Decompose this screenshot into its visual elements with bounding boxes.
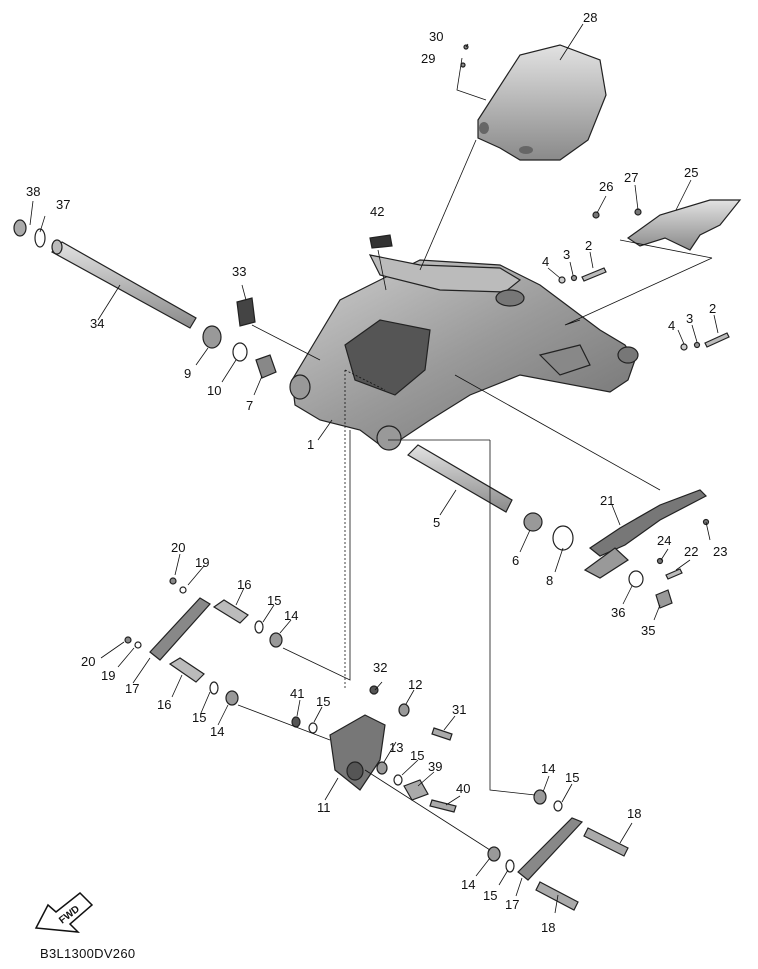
callout-3: 3 <box>686 311 693 326</box>
callout-14: 14 <box>541 761 555 776</box>
callout-14: 14 <box>284 608 298 623</box>
callout-37: 37 <box>56 197 70 212</box>
callout-28: 28 <box>583 10 597 25</box>
callout-41: 41 <box>290 686 304 701</box>
callout-6: 6 <box>512 553 519 568</box>
callout-23: 23 <box>713 544 727 559</box>
callout-15: 15 <box>192 710 206 725</box>
callout-2: 2 <box>585 238 592 253</box>
callout-38: 38 <box>26 184 40 199</box>
callout-19: 19 <box>195 555 209 570</box>
callout-1: 1 <box>307 437 314 452</box>
callout-17: 17 <box>505 897 519 912</box>
callout-15: 15 <box>483 888 497 903</box>
callout-13: 13 <box>389 740 403 755</box>
small-parts <box>13 44 730 609</box>
callout-16: 16 <box>157 697 171 712</box>
callout-26: 26 <box>599 179 613 194</box>
callout-2: 2 <box>709 301 716 316</box>
callout-19: 19 <box>101 668 115 683</box>
callout-3: 3 <box>563 247 570 262</box>
callout-42: 42 <box>370 204 384 219</box>
callout-24: 24 <box>657 533 671 548</box>
callout-10: 10 <box>207 383 221 398</box>
callout-18: 18 <box>541 920 555 935</box>
leader-lines <box>29 23 719 914</box>
callout-17: 17 <box>125 681 139 696</box>
callout-21: 21 <box>600 493 614 508</box>
callout-labels: 1 2 2 3 3 4 4 5 6 7 8 9 10 11 12 13 14 1… <box>26 10 727 935</box>
relay-linkage <box>124 577 629 911</box>
swingarm <box>289 254 639 451</box>
callout-18: 18 <box>627 806 641 821</box>
callout-39: 39 <box>428 759 442 774</box>
callout-11: 11 <box>317 800 331 815</box>
callout-40: 40 <box>456 781 470 796</box>
callout-25: 25 <box>684 165 698 180</box>
callout-15: 15 <box>267 593 281 608</box>
callout-20: 20 <box>81 654 95 669</box>
callout-22: 22 <box>684 544 698 559</box>
callout-20: 20 <box>171 540 185 555</box>
fwd-arrow-icon: FWD <box>34 891 94 933</box>
callout-31: 31 <box>452 702 466 717</box>
pivot-shaft-34 <box>51 239 197 329</box>
chain-guard-25 <box>626 199 742 251</box>
shaft-5 <box>407 444 513 513</box>
callout-35: 35 <box>641 623 655 638</box>
callout-4: 4 <box>542 254 549 269</box>
callout-30: 30 <box>429 29 443 44</box>
callout-5: 5 <box>433 515 440 530</box>
callout-34: 34 <box>90 316 104 331</box>
callout-36: 36 <box>611 605 625 620</box>
callout-32: 32 <box>373 660 387 675</box>
chain-slider-21 <box>583 489 708 579</box>
callout-29: 29 <box>421 51 435 66</box>
callout-33: 33 <box>232 264 246 279</box>
callout-15: 15 <box>316 694 330 709</box>
diagram-code: B3L1300DV260 <box>40 946 136 961</box>
callout-27: 27 <box>624 170 638 185</box>
callout-15: 15 <box>410 748 424 763</box>
cover-28 <box>477 44 607 161</box>
callout-4: 4 <box>668 318 675 333</box>
callout-12: 12 <box>408 677 422 692</box>
callout-16: 16 <box>237 577 251 592</box>
callout-14: 14 <box>210 724 224 739</box>
callout-8: 8 <box>546 573 553 588</box>
callout-9: 9 <box>184 366 191 381</box>
callout-15: 15 <box>565 770 579 785</box>
callout-7: 7 <box>246 398 253 413</box>
callout-14: 14 <box>461 877 475 892</box>
